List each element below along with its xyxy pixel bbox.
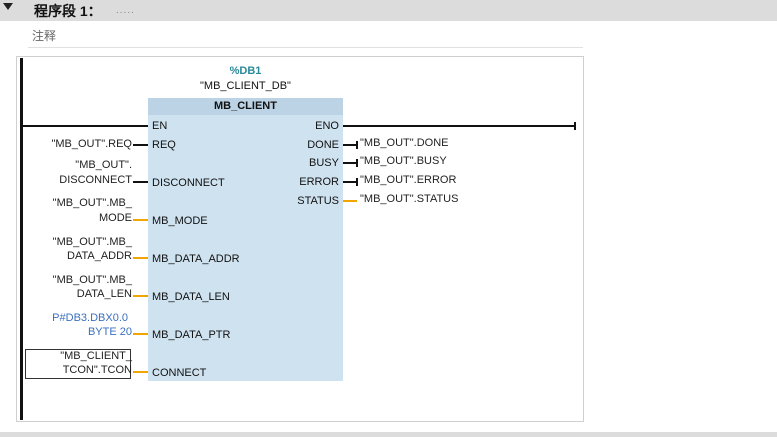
pin-done: DONE	[307, 139, 339, 151]
operand-mb-mode-line1[interactable]: "MB_OUT".MB_	[52, 197, 132, 209]
mb-data-addr-wire[interactable]	[133, 257, 148, 259]
rung-end-marker	[574, 122, 576, 130]
operand-done[interactable]: "MB_OUT".DONE	[360, 137, 449, 149]
error-wire[interactable]	[343, 181, 357, 183]
disconnect-wire[interactable]	[133, 181, 148, 183]
network-title-placeholder[interactable]: .....	[116, 5, 135, 16]
operand-disconnect-line2[interactable]: DISCONNECT	[59, 174, 132, 186]
mb-data-ptr-wire[interactable]	[133, 333, 148, 335]
network-header[interactable]	[0, 0, 777, 21]
pin-req: REQ	[152, 139, 176, 151]
operand-mb-data-ptr-line2[interactable]: BYTE 20	[87, 326, 132, 338]
block-header	[148, 98, 343, 115]
operand-mb-data-ptr-line1[interactable]: P#DB3.DBX0.0	[52, 312, 128, 324]
busy-wire[interactable]	[343, 162, 357, 164]
operand-error[interactable]: "MB_OUT".ERROR	[360, 174, 457, 186]
operand-connect-line2[interactable]: TCON".TCON	[62, 364, 132, 376]
operand-mb-data-addr-line2[interactable]: DATA_ADDR	[67, 250, 132, 262]
next-network-header[interactable]	[0, 432, 777, 437]
operand-connect-line1[interactable]: "MB_CLIENT_	[60, 350, 132, 362]
operand-connect-selection-box[interactable]	[25, 349, 131, 379]
pin-busy: BUSY	[309, 157, 339, 169]
pin-disconnect: DISCONNECT	[152, 177, 225, 189]
done-wire[interactable]	[343, 144, 357, 146]
pin-status: STATUS	[297, 195, 339, 207]
operand-mb-data-len-line2[interactable]: DATA_LEN	[76, 288, 132, 300]
network-comment[interactable]: 注释	[32, 29, 57, 43]
operand-mb-data-len-line1[interactable]: "MB_OUT".MB_	[52, 274, 132, 286]
status-wire[interactable]	[343, 200, 357, 202]
pin-mb-data-len: MB_DATA_LEN	[152, 291, 230, 303]
operand-req[interactable]: "MB_OUT".REQ	[51, 138, 132, 150]
pin-mb-data-ptr: MB_DATA_PTR	[152, 329, 231, 341]
operand-busy[interactable]: "MB_OUT".BUSY	[360, 155, 447, 167]
pin-eno: ENO	[315, 120, 339, 132]
operand-status[interactable]: "MB_OUT".STATUS	[360, 193, 459, 205]
pin-mb-data-addr: MB_DATA_ADDR	[152, 253, 240, 265]
req-wire[interactable]	[133, 144, 148, 146]
instance-db-symbol[interactable]: "MB_CLIENT_DB"	[200, 80, 291, 92]
network-title[interactable]: 程序段 1：	[34, 3, 102, 19]
collapse-triangle-icon[interactable]	[3, 3, 13, 10]
comment-divider	[28, 47, 583, 48]
pin-error: ERROR	[299, 176, 339, 188]
operand-mb-mode-line2[interactable]: MODE	[99, 212, 132, 224]
busy-coil-marker	[356, 159, 358, 167]
done-coil-marker	[356, 141, 358, 149]
left-power-rail	[20, 58, 23, 420]
mb-client-block[interactable]	[148, 98, 343, 381]
instance-db-number[interactable]: %DB1	[229, 65, 262, 77]
pin-connect: CONNECT	[152, 367, 207, 379]
block-type-name[interactable]: MB_CLIENT	[214, 100, 277, 112]
connect-wire[interactable]	[133, 371, 148, 373]
error-coil-marker	[356, 178, 358, 186]
mb-mode-wire[interactable]	[133, 219, 148, 221]
pin-en: EN	[152, 120, 168, 132]
eno-rung-wire[interactable]	[343, 125, 575, 127]
operand-mb-data-addr-line1[interactable]: "MB_OUT".MB_	[52, 236, 132, 248]
pin-mb-mode: MB_MODE	[152, 215, 208, 227]
operand-disconnect-line1[interactable]: "MB_OUT".	[75, 159, 132, 171]
mb-data-len-wire[interactable]	[133, 295, 148, 297]
en-rung-wire[interactable]	[23, 125, 148, 127]
